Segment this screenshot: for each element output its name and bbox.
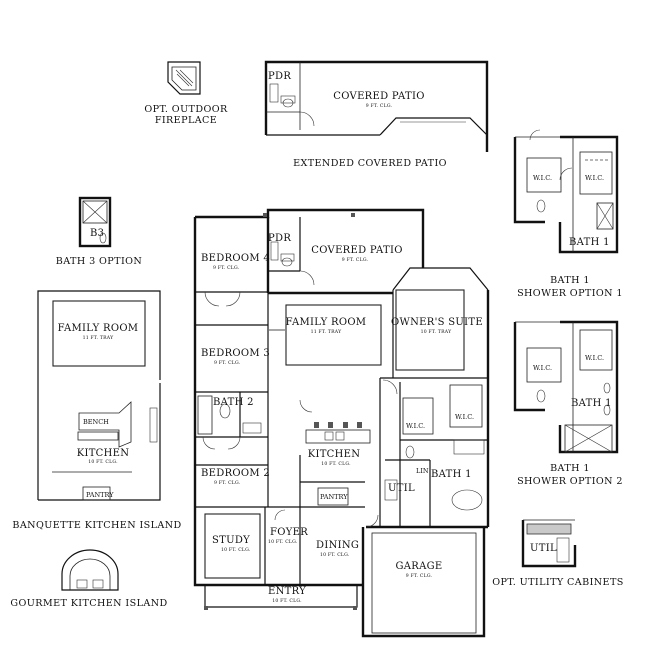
bedroom4-ceiling: 9 FT. CLG. xyxy=(213,265,240,271)
banq-bench: BENCH xyxy=(83,418,109,426)
owners-suite-ceiling: 10 FT. TRAY xyxy=(421,329,452,335)
shower-icon xyxy=(596,202,614,230)
lin-label: LIN xyxy=(416,467,429,475)
gourmet-caption: GOURMET KITCHEN ISLAND xyxy=(10,598,167,609)
tub-icon xyxy=(197,395,213,435)
opt2-wic-a: W.I.C. xyxy=(533,364,552,372)
bedroom2-ceiling: 9 FT. CLG. xyxy=(214,480,241,486)
ext-patio-label: COVERED PATIO xyxy=(333,91,424,102)
banq-pantry: PANTRY xyxy=(86,491,114,499)
dining-label: DINING xyxy=(316,540,359,551)
study-ceiling: 10 FT. CLG. xyxy=(221,547,251,553)
main-floor-plan: BEDROOM 4 9 FT. CLG. PDR COVERED PATIO 9… xyxy=(193,208,490,638)
sink-icon xyxy=(242,422,262,434)
util-label: UTIL xyxy=(388,483,415,494)
opt2-bath1: BATH 1 xyxy=(571,398,612,409)
bedroom4-label: BEDROOM 4 xyxy=(201,253,270,264)
sink-icon xyxy=(269,83,279,103)
banq-caption: BANQUETTE KITCHEN ISLAND xyxy=(12,520,181,531)
ext-patio-ceiling: 9 FT. CLG. xyxy=(366,103,393,109)
bedroom3-label: BEDROOM 3 xyxy=(201,348,270,359)
opt-utility-cabinets: UTIL OPT. UTILITY CABINETS xyxy=(492,519,624,588)
toilet-icon xyxy=(536,199,546,213)
banq-kitchen: KITCHEN xyxy=(77,448,130,459)
toilet-icon xyxy=(405,445,415,459)
bedroom3-ceiling: 9 FT. CLG. xyxy=(214,360,241,366)
bath1-shower-option-1: W.I.C. W.I.C. BATH 1 BATH 1 SHOWER OPTIO… xyxy=(513,129,623,299)
garage-label: GARAGE xyxy=(395,561,442,572)
toilet-icon xyxy=(219,403,231,419)
shower-icon xyxy=(449,384,483,428)
opt-outdoor-fireplace: OPT. OUTDOOR FIREPLACE xyxy=(144,61,228,126)
toilet-icon xyxy=(280,95,296,108)
opt1-line2: SHOWER OPTION 1 xyxy=(517,288,623,299)
toilet-icon xyxy=(99,232,107,244)
opt2-wic-b: W.I.C. xyxy=(585,354,604,362)
banq-family-ceiling: 11 FT. TRAY xyxy=(83,335,114,341)
opt1-line1: BATH 1 xyxy=(550,275,590,286)
tub-icon xyxy=(451,489,483,511)
wic-a-label: W.I.C. xyxy=(406,422,425,430)
family-room-ceiling: 11 FT. TRAY xyxy=(311,329,342,335)
sink-icon xyxy=(270,241,279,261)
kitchen-ceiling: 10 FT. CLG. xyxy=(321,461,351,467)
foyer-label: FOYER xyxy=(270,527,308,538)
sink-icon xyxy=(603,382,611,394)
gourmet-kitchen-island-option: GOURMET KITCHEN ISLAND xyxy=(10,549,167,609)
opt2-line2: SHOWER OPTION 2 xyxy=(517,476,623,487)
sink-icon xyxy=(603,404,611,416)
opt1-bath1: BATH 1 xyxy=(569,237,610,248)
kitchen-label: KITCHEN xyxy=(308,449,361,460)
outdoor-fireplace-line2: FIREPLACE xyxy=(155,115,217,126)
outdoor-fireplace-line1: OPT. OUTDOOR xyxy=(144,104,228,115)
dining-ceiling: 10 FT. CLG. xyxy=(320,552,350,558)
bath3-caption: BATH 3 OPTION xyxy=(56,256,142,267)
wic-b-label: W.I.C. xyxy=(455,413,474,421)
entry-label: ENTRY xyxy=(268,586,306,597)
bedroom2-label: BEDROOM 2 xyxy=(201,468,270,479)
ext-pdr-label: PDR xyxy=(268,71,291,82)
opt1-wic-b: W.I.C. xyxy=(585,174,604,182)
toilet-icon xyxy=(280,253,295,267)
bath3-tag: B3 xyxy=(90,228,104,239)
opt2-line1: BATH 1 xyxy=(550,463,590,474)
entry-ceiling: 10 FT. CLG. xyxy=(272,598,302,604)
opt-util-caption: OPT. UTILITY CABINETS xyxy=(492,577,624,588)
pantry-label: PANTRY xyxy=(320,493,348,501)
extended-covered-patio-option: PDR COVERED PATIO 9 FT. CLG. EXTENDED CO… xyxy=(264,60,489,169)
foyer-ceiling: 10 FT. CLG. xyxy=(268,539,298,545)
opt-util-label: UTIL xyxy=(530,543,557,554)
banquette-kitchen-island-option: FAMILY ROOM 11 FT. TRAY BENCH KITCHEN 10… xyxy=(12,290,181,531)
banq-kitchen-ceiling: 10 FT. CLG. xyxy=(88,459,118,465)
covered-patio-ceiling: 9 FT. CLG. xyxy=(342,257,369,263)
family-room-label: FAMILY ROOM xyxy=(286,317,367,328)
toilet-icon xyxy=(536,389,546,403)
garage-ceiling: 9 FT. CLG. xyxy=(406,573,433,579)
shower-icon xyxy=(564,424,613,453)
owners-suite-label: OWNER'S SUITE xyxy=(391,317,483,328)
bath1-label: BATH 1 xyxy=(431,469,472,480)
banq-family-room: FAMILY ROOM xyxy=(58,323,139,334)
bath1-shower-option-2: W.I.C. W.I.C. BATH 1 BATH 1 SHOWER OPTIO… xyxy=(513,320,623,487)
bath3-option: B3 BATH 3 OPTION xyxy=(56,196,142,267)
pdr-label: PDR xyxy=(268,233,291,244)
opt1-wic-a: W.I.C. xyxy=(533,174,552,182)
bath2-label: BATH 2 xyxy=(213,397,254,408)
study-label: STUDY xyxy=(212,535,250,546)
covered-patio-label: COVERED PATIO xyxy=(311,245,402,256)
shower-icon xyxy=(82,200,108,224)
fireplace-icon xyxy=(171,66,197,91)
ext-patio-caption: EXTENDED COVERED PATIO xyxy=(293,158,447,169)
